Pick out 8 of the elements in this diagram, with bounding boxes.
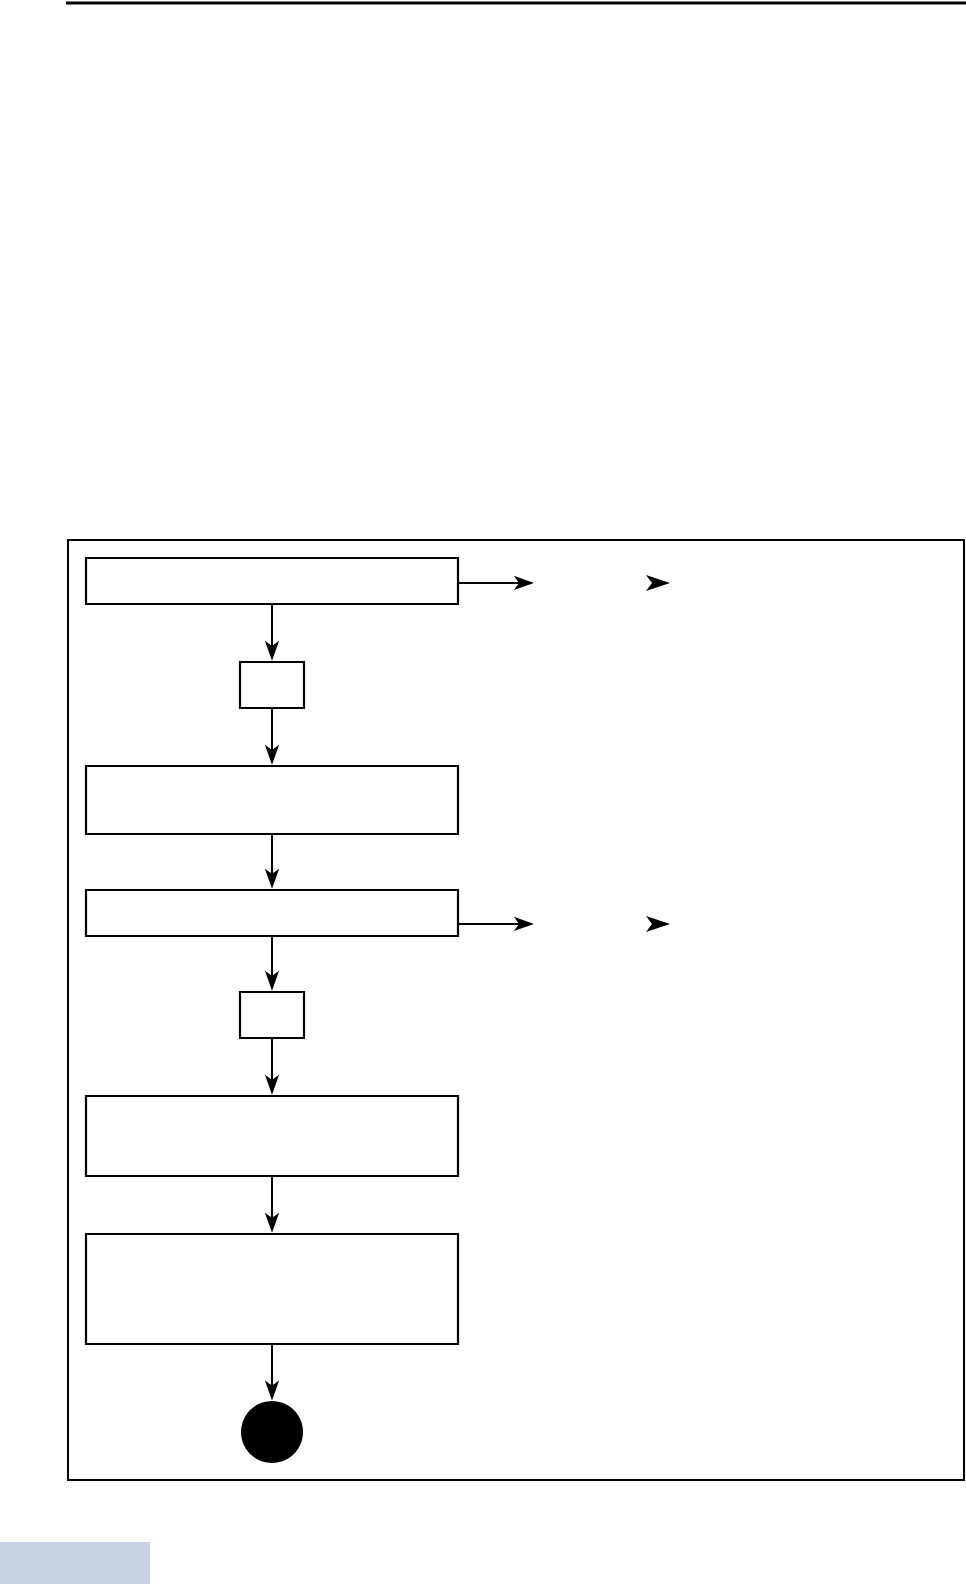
process-box: [84, 556, 460, 606]
end-circle: [241, 1401, 303, 1463]
process-box: [84, 764, 460, 836]
process-box: [84, 1094, 460, 1178]
process-box: [238, 660, 306, 710]
process-box: [84, 1232, 460, 1346]
process-box: [84, 888, 460, 938]
process-box: [238, 990, 306, 1040]
